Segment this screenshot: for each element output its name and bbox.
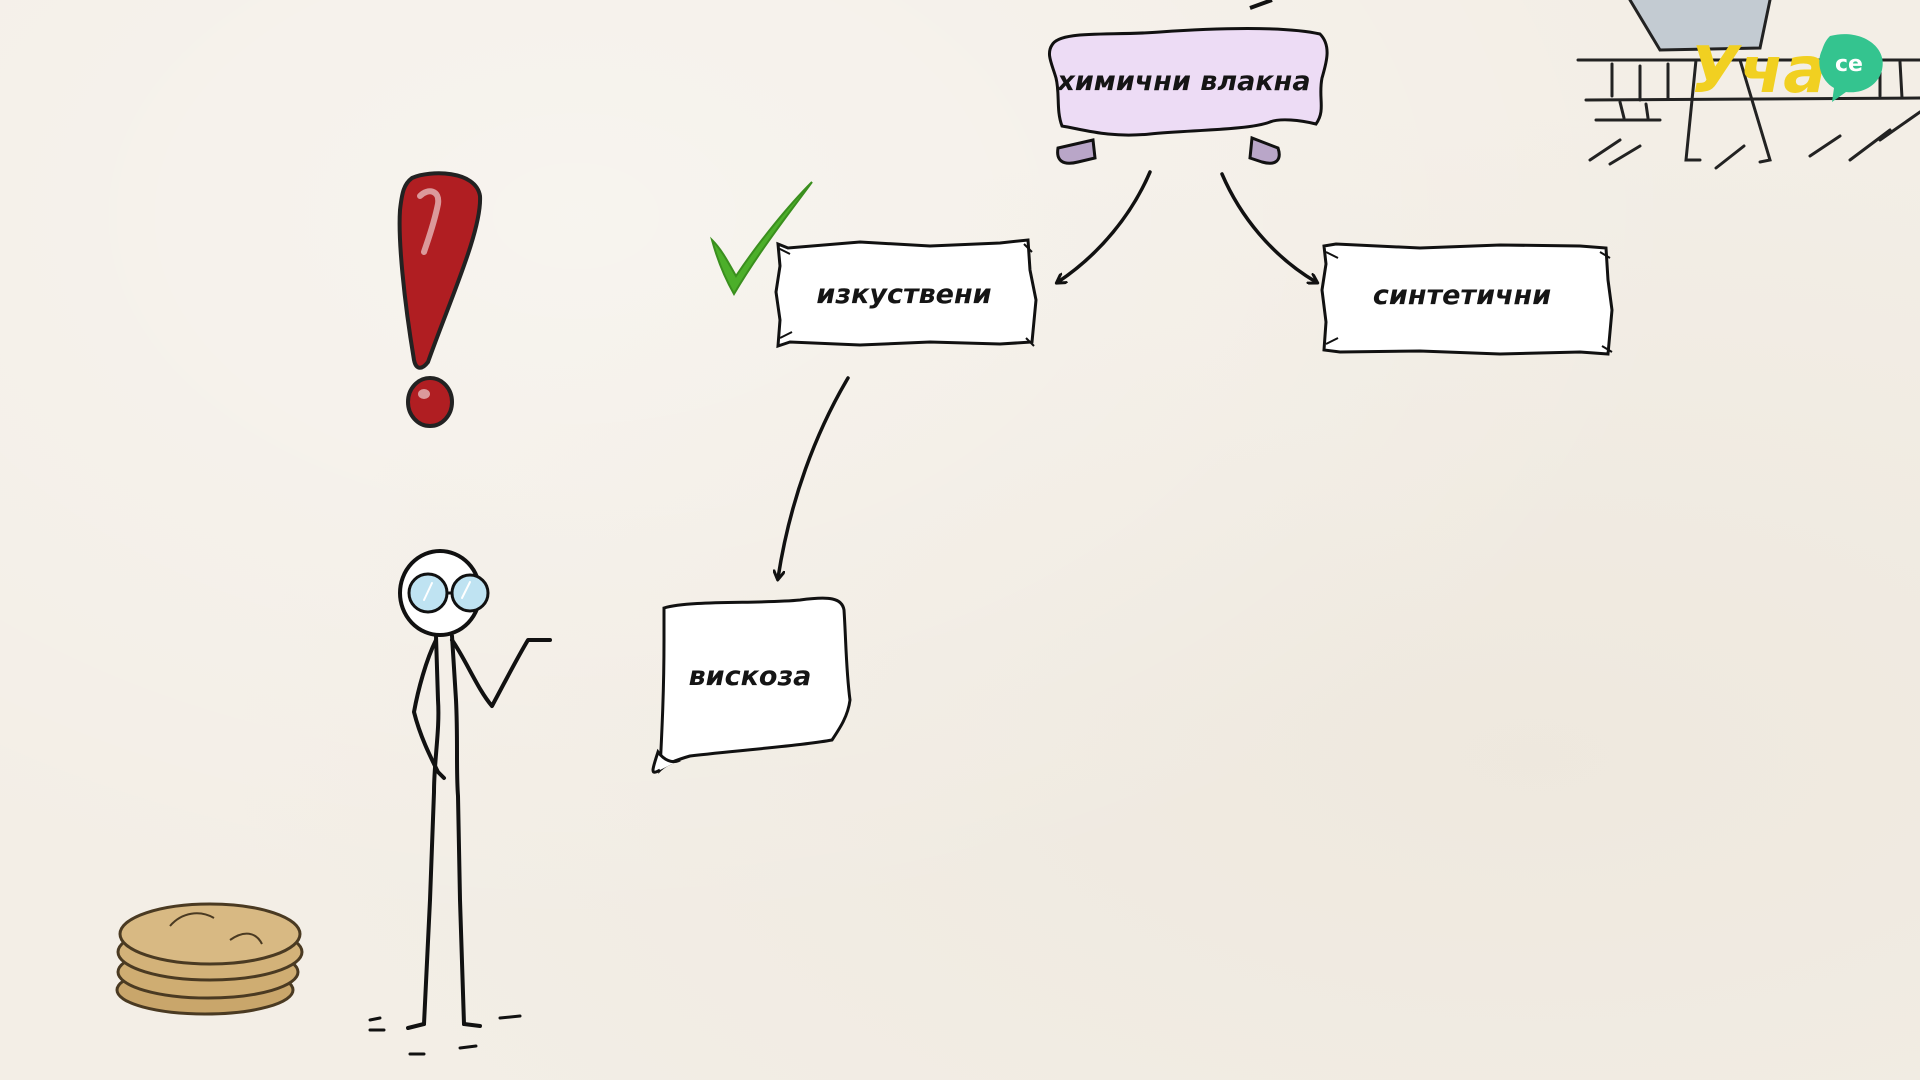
root-label: химични влакна: [1055, 66, 1310, 97]
synthetic-label: синтетични: [1373, 280, 1551, 311]
artificial-label: изкуствени: [816, 279, 991, 310]
artificial-node: изкуствени: [774, 238, 1038, 349]
logo-text: Уча: [1690, 34, 1826, 108]
arrow-root-to-artificial: [1058, 170, 1152, 282]
logo: Уча се: [1690, 34, 1883, 108]
root-node: химични влакна: [1048, 27, 1329, 165]
stick-figure: [368, 549, 552, 1056]
checkmark-icon: [710, 181, 813, 296]
viscose-node: вискоза: [651, 596, 852, 774]
top-arrow-fragment: [1249, 0, 1273, 10]
coin-stack: [115, 902, 304, 1016]
logo-suffix: се: [1835, 52, 1863, 77]
exclamation-icon: [397, 171, 483, 428]
top-right-drawing: [1576, 0, 1920, 170]
viscose-label: вискоза: [689, 661, 812, 692]
arrow-root-to-synthetic: [1220, 172, 1316, 282]
arrow-artificial-to-viscose: [778, 376, 850, 578]
synthetic-node: синтетични: [1320, 242, 1614, 356]
